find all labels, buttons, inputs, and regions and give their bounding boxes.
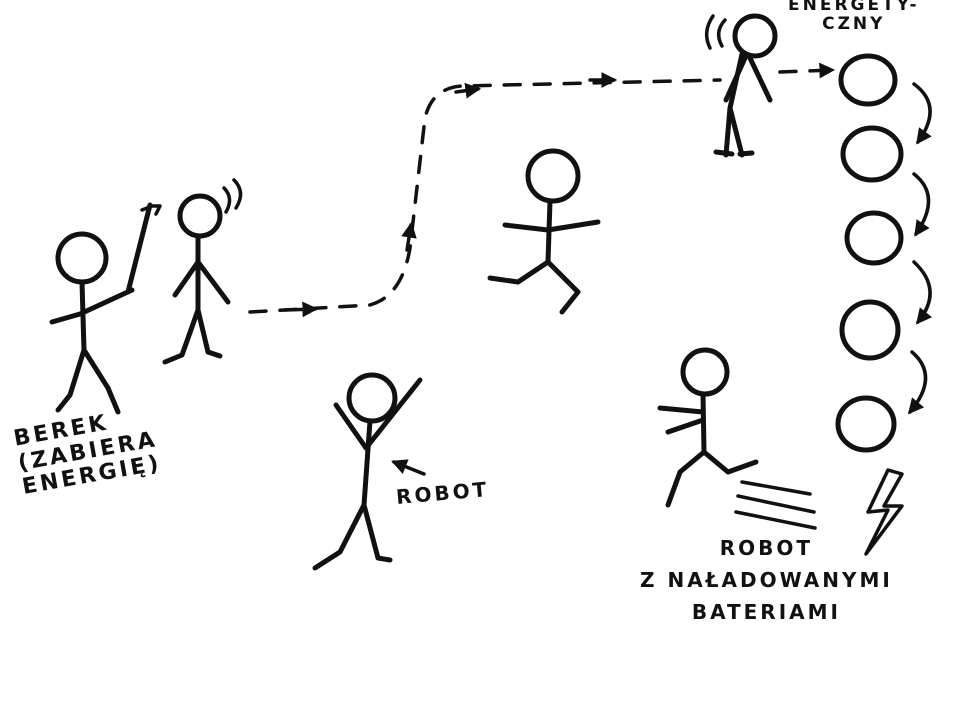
- charged-robot-line-1: ROBOT: [640, 532, 893, 564]
- charged-robot-figure: [660, 350, 815, 528]
- charged-robot-label: ROBOT Z NAŁADOWANYMI BATERIAMI: [640, 532, 893, 628]
- energy-label-line-1: ENERGETY-: [788, 0, 920, 15]
- top-left-mark-text: ": [40, 0, 54, 10]
- energy-generator-label: ENERGETY- CZNY: [788, 0, 920, 34]
- top-left-mark: ": [40, 0, 54, 11]
- charged-robot-line-3: BATERIAMI: [640, 596, 893, 628]
- robot-pointer-arrow: [394, 462, 424, 474]
- generator-circle-chain: [838, 56, 930, 450]
- cheering-robot-figure: [315, 375, 420, 568]
- tagged-robot-figure: [165, 180, 241, 362]
- escape-path-dashes: [250, 80, 720, 312]
- running-robot-figure: [490, 151, 598, 312]
- charging-robot-figure: [707, 16, 775, 155]
- charged-robot-line-2: Z NAŁADOWANYMI: [640, 564, 893, 596]
- entry-arrow: [780, 70, 832, 72]
- energy-label-line-2: CZNY: [788, 15, 920, 34]
- escape-path-arrow-3: [456, 89, 478, 92]
- escape-path-arrow-1: [285, 309, 315, 310]
- tagger-figure: [52, 205, 160, 412]
